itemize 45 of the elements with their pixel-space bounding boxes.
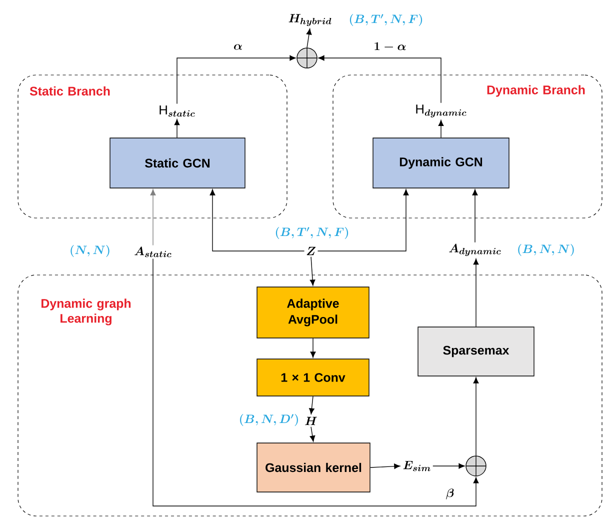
arrow (309, 396, 314, 414)
arrow (438, 120, 444, 138)
arrow (472, 189, 478, 243)
process-box: Gaussian kernel (256, 442, 370, 492)
arrow (152, 258, 479, 506)
process-box: 1 × 1 Conv (256, 358, 370, 396)
edge-label: $\boldsymbol{\alpha}$ (232, 43, 244, 51)
edge-label: $\boldsymbol{1-\alpha}$ (372, 41, 408, 53)
arrow (176, 55, 296, 104)
math-symbol: $\boldsymbol{H}$ (305, 416, 317, 426)
dimension-label: $\boldsymbol{(B,T',N,F)}$ (350, 14, 422, 26)
group-title: Static Branch (30, 86, 110, 96)
process-box: Dynamic GCN (372, 138, 510, 188)
math-symbol: $\boldsymbol{A_{static}}$ (134, 246, 172, 258)
plus-circle (466, 456, 486, 476)
group-title: Dynamic graph Learning (42, 298, 131, 326)
process-box: Sparsemax (418, 326, 534, 376)
arrow (306, 28, 312, 48)
process-box: Static GCN (110, 138, 246, 188)
dimension-label: $\boldsymbol{(N,N)}$ (70, 245, 110, 257)
math-symbol: $\mathrm{H}_{\boldsymbol{static}}$ (160, 106, 195, 117)
math-symbol: $\boldsymbol{E_{sim}}$ (403, 460, 430, 472)
math-symbol: $\boldsymbol{Z}$ (306, 246, 316, 256)
arrow (432, 463, 465, 469)
math-symbol: $\boldsymbol{A_{dynamic}}$ (449, 244, 501, 256)
arrow (370, 464, 400, 469)
arrow (174, 119, 180, 138)
group-title: Dynamic Branch (487, 85, 585, 97)
arrow (310, 256, 316, 286)
plus-circle (296, 48, 318, 68)
arrow (150, 189, 156, 246)
math-symbol: $\mathrm{H}_{\boldsymbol{dynamic}}$ (416, 104, 466, 118)
dimension-label: $\boldsymbol{(B,N,N)}$ (518, 244, 574, 256)
arrow (473, 258, 479, 327)
arrow (473, 377, 479, 456)
arrow (310, 338, 316, 358)
edge-label: $\boldsymbol{\beta}$ (444, 488, 456, 500)
dimension-label: $\boldsymbol{(B,T',N,F)}$ (276, 227, 348, 239)
math-symbol: $\boldsymbol{H_{hybrid}}$ (288, 14, 332, 26)
dimension-label: $\boldsymbol{(B,N,D')}$ (240, 414, 298, 426)
arrow (310, 426, 316, 442)
arrow (318, 55, 442, 104)
arrow (210, 189, 305, 252)
process-box: Adaptive AvgPool (256, 286, 370, 338)
arrow (317, 189, 409, 252)
